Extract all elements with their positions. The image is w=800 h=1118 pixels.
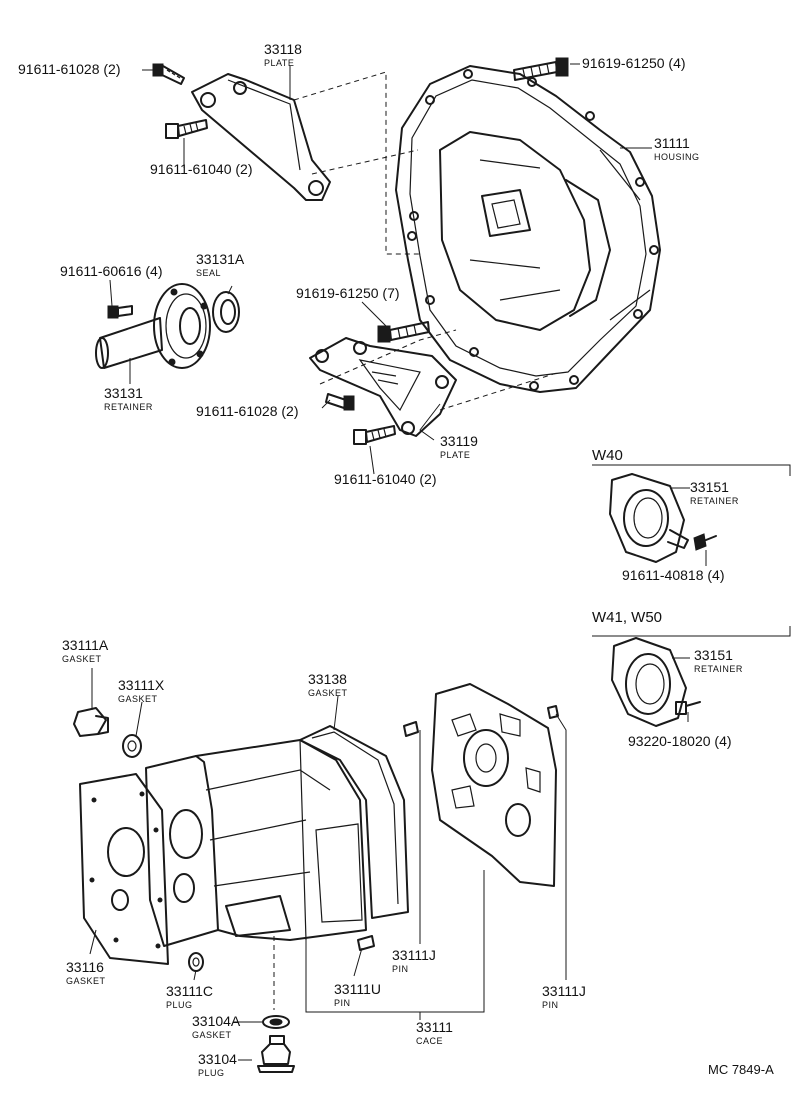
part-number: 91611-61028 (2) xyxy=(196,403,298,419)
part-labels: 91611-61028 (2) 33118 PLATE 91611-61040 … xyxy=(18,41,774,1078)
part-number: 33111 xyxy=(416,1019,453,1035)
assembly-lines xyxy=(273,71,561,1010)
part-number: 33138 xyxy=(308,671,347,687)
leader-lines xyxy=(89,63,791,1061)
part-number: 33151 xyxy=(690,479,729,495)
pin-33111J-right xyxy=(547,705,559,719)
retainer-33151-w40 xyxy=(609,473,689,563)
part-name: CACE xyxy=(416,1036,443,1046)
part-number: 33104A xyxy=(192,1013,241,1029)
housing-31111 xyxy=(395,65,661,393)
part-name: PLUG xyxy=(198,1068,225,1078)
gasket-33104A xyxy=(262,1015,290,1029)
part-number: 33111J xyxy=(392,947,436,963)
bolt-91611-60616 xyxy=(107,305,133,319)
bolt-91619-61250-top xyxy=(513,57,569,81)
gasket-33138 xyxy=(299,725,409,919)
part-name: GASKET xyxy=(192,1030,232,1040)
part-number: 33116 xyxy=(66,959,104,975)
plug-33111A xyxy=(73,707,109,737)
part-name: PIN xyxy=(334,998,351,1008)
part-number: 93220-18020 (4) xyxy=(628,733,732,749)
part-number: 33131 xyxy=(104,385,143,401)
bolt-91619-61250-mid xyxy=(377,321,430,343)
part-number: 33111A xyxy=(62,637,109,653)
variant-label-w41-w50: W41, W50 xyxy=(592,609,662,626)
part-number: 33111U xyxy=(334,981,381,997)
part-name: PLUG xyxy=(166,1000,193,1010)
plug-33104 xyxy=(257,1035,295,1073)
seal-33131A xyxy=(212,291,240,333)
part-name: PIN xyxy=(542,1000,559,1010)
part-number: 91611-60616 (4) xyxy=(60,263,162,279)
part-number: 91619-61250 (4) xyxy=(582,55,686,71)
bolt-91611-61040-upper xyxy=(165,119,208,139)
part-number: 91611-40818 (4) xyxy=(622,567,724,583)
part-name: HOUSING xyxy=(654,152,700,162)
part-name: GASKET xyxy=(308,688,348,698)
plate-33118 xyxy=(191,73,331,201)
part-number: 91611-61028 (2) xyxy=(18,61,120,77)
part-name: RETAINER xyxy=(104,402,153,412)
part-name: PIN xyxy=(392,964,409,974)
retainer-33151-w41 xyxy=(611,637,687,727)
part-number: 91611-61040 (2) xyxy=(334,471,436,487)
plate-33119 xyxy=(309,337,457,437)
part-number: 31111 xyxy=(654,135,690,151)
part-name: GASKET xyxy=(62,654,102,664)
part-name: RETAINER xyxy=(694,664,743,674)
part-name: GASKET xyxy=(118,694,158,704)
gasket-33116 xyxy=(79,773,169,965)
intermediate-plate xyxy=(431,683,557,887)
bolt-93220-18020 xyxy=(675,701,701,715)
variant-label-w40: W40 xyxy=(592,447,623,464)
part-number: 91611-61040 (2) xyxy=(150,161,252,177)
pin-33111U xyxy=(357,935,375,951)
part-number: 33118 xyxy=(264,41,302,57)
part-number: 33111C xyxy=(166,983,213,999)
diagram-reference-code: MC 7849-A xyxy=(708,1062,774,1077)
part-name: PLATE xyxy=(264,58,294,68)
part-number: 33131A xyxy=(196,251,245,267)
part-number: 33111J xyxy=(542,983,586,999)
bolt-91611-61028-lower xyxy=(325,393,355,411)
gasket-33111X xyxy=(122,734,142,758)
part-name: RETAINER xyxy=(690,496,739,506)
part-number: 33151 xyxy=(694,647,733,663)
part-number: 33104 xyxy=(198,1051,237,1067)
part-number: 33111X xyxy=(118,677,165,693)
part-name: GASKET xyxy=(66,976,106,986)
pin-33111J-upper xyxy=(403,721,419,737)
part-number: 91619-61250 (7) xyxy=(296,285,400,301)
bolt-91611-61040-lower xyxy=(353,425,396,445)
part-name: PLATE xyxy=(440,450,470,460)
transmission-case-33111 xyxy=(145,739,367,947)
retainer-33131 xyxy=(95,283,211,369)
part-number: 33119 xyxy=(440,433,478,449)
bolt-91611-40818 xyxy=(693,533,717,551)
part-name: SEAL xyxy=(196,268,221,278)
bolt-91611-61028-upper xyxy=(152,63,185,85)
plug-33111C xyxy=(188,952,204,972)
